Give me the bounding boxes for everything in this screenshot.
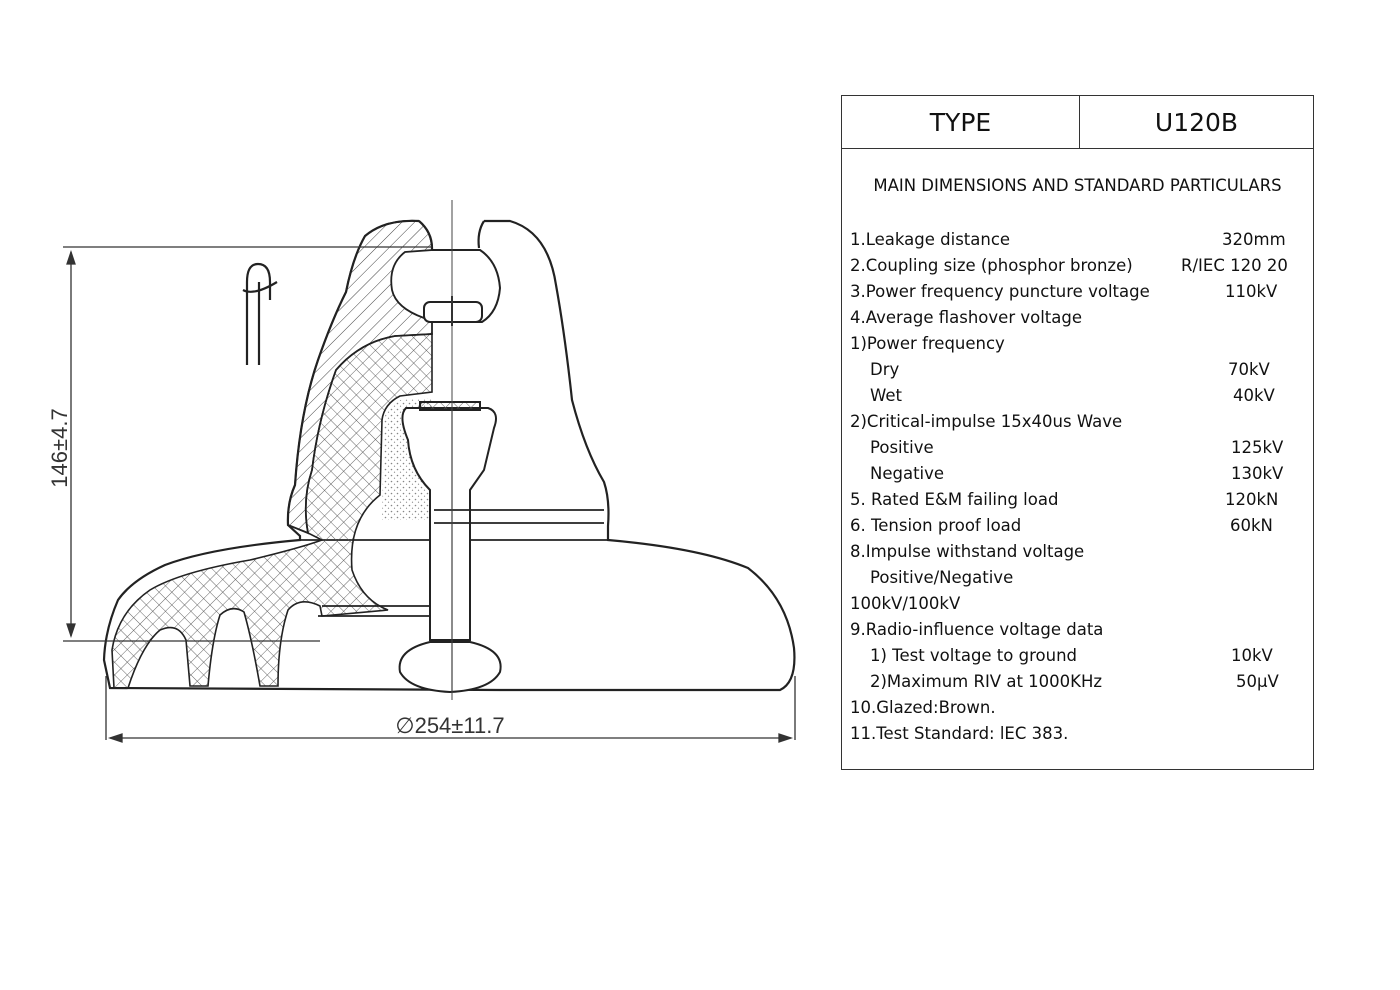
spec-row: 11.Test Standard: lEC 383. bbox=[850, 721, 1307, 747]
spec-row: 1)Power frequency bbox=[850, 331, 1307, 357]
type-value: U120B bbox=[1154, 107, 1239, 137]
spec-label: 4.Average flashover voltage bbox=[850, 308, 1082, 327]
cement-section bbox=[111, 333, 433, 689]
spec-row: 6. Tension proof load 60kN bbox=[850, 513, 1307, 539]
spec-value: 120kN bbox=[1225, 490, 1279, 509]
spec-value: 10kV bbox=[1231, 646, 1273, 665]
spec-label: 8.Impulse withstand voltage bbox=[850, 542, 1085, 561]
spec-row: Dry 70kV bbox=[850, 357, 1307, 383]
spec-row: Positive/Negative bbox=[850, 565, 1307, 591]
spec-row: 2)Critical-impulse 15x40us Wave bbox=[850, 409, 1307, 435]
spec-heading: MAIN DIMENSIONS AND STANDARD PARTICULARS bbox=[873, 176, 1282, 195]
spec-row: 100kV/100kV bbox=[850, 591, 1307, 617]
spec-label: 1) Test voltage to ground bbox=[870, 646, 1077, 665]
spec-value: 50μV bbox=[1236, 672, 1279, 691]
spec-row: 1) Test voltage to ground 10kV bbox=[850, 643, 1307, 669]
spec-value: 130kV bbox=[1231, 464, 1284, 483]
spec-row: 5. Rated E&M failing load 120kN bbox=[850, 487, 1307, 513]
socket bbox=[423, 249, 502, 326]
spec-value: 320mm bbox=[1222, 230, 1286, 249]
spec-label: 1.Leakage distance bbox=[850, 230, 1011, 249]
spec-row: 9.Radio-influence voltage data bbox=[850, 617, 1307, 643]
cotter-pin-icon bbox=[242, 262, 278, 365]
spec-label: 3.Power frequency puncture voltage bbox=[850, 282, 1150, 301]
spec-value: 40kV bbox=[1233, 386, 1275, 405]
spec-label: Positive bbox=[870, 438, 934, 457]
spec-label: 11.Test Standard: lEC 383. bbox=[850, 724, 1069, 743]
type-row: TYPE U120B bbox=[842, 96, 1313, 149]
spec-row: Positive 125kV bbox=[850, 435, 1307, 461]
type-label: TYPE bbox=[842, 96, 1080, 148]
spec-label: 2.Coupling size (phosphor bronze) bbox=[850, 256, 1133, 275]
spec-row: Wet 40kV bbox=[850, 383, 1307, 409]
spec-row: 8.Impulse withstand voltage bbox=[850, 539, 1307, 565]
spec-label: 9.Radio-influence voltage data bbox=[850, 620, 1104, 639]
spec-label: 5. Rated E&M failing load bbox=[850, 490, 1059, 509]
spec-row: 10.Glazed:Brown. bbox=[850, 695, 1307, 721]
spec-table: TYPE U120B MAIN DIMENSIONS AND STANDARD … bbox=[841, 95, 1314, 770]
spec-row: 1.Leakage distance 320mm bbox=[850, 227, 1307, 253]
shed-lines bbox=[318, 509, 604, 617]
spec-label: 100kV/100kV bbox=[850, 594, 961, 613]
pin bbox=[398, 401, 502, 694]
spec-label: 2)Critical-impulse 15x40us Wave bbox=[850, 412, 1123, 431]
spec-value: 60kN bbox=[1230, 516, 1273, 535]
spec-row: 4.Average flashover voltage bbox=[850, 305, 1307, 331]
spec-label: 2)Maximum RIV at 1000KHz bbox=[870, 672, 1103, 691]
spec-label: Negative bbox=[870, 464, 945, 483]
height-dimension-label: 146±4.7 bbox=[47, 408, 72, 487]
spec-label: 10.Glazed:Brown. bbox=[850, 698, 996, 717]
spec-value: 125kV bbox=[1231, 438, 1284, 457]
insulator-drawing: 146±4.7 ∅254±11.7 bbox=[47, 200, 796, 743]
spec-label: Dry bbox=[870, 360, 900, 379]
spec-list: 1.Leakage distance 320mm 2.Coupling size (… bbox=[850, 227, 1307, 747]
spec-row: Negative 130kV bbox=[850, 461, 1307, 487]
diameter-dimension bbox=[105, 676, 796, 743]
spec-value: R/IEC 120 20 bbox=[1181, 256, 1288, 275]
spec-label: Wet bbox=[870, 386, 902, 405]
spec-label: 6. Tension proof load bbox=[850, 516, 1022, 535]
spec-row: 2.Coupling size (phosphor bronze) R/IEC 1… bbox=[850, 253, 1307, 279]
spec-row: 3.Power frequency puncture voltage 110kV bbox=[850, 279, 1307, 305]
spec-value: 70kV bbox=[1228, 360, 1270, 379]
diameter-dimension-label: ∅254±11.7 bbox=[395, 713, 504, 738]
spec-label: Positive/Negative bbox=[870, 568, 1014, 587]
spec-row: 2)Maximum RIV at 1000KHz 50μV bbox=[850, 669, 1307, 695]
spec-label: 1)Power frequency bbox=[850, 334, 1005, 353]
height-dimension bbox=[63, 246, 432, 642]
spec-value: 110kV bbox=[1225, 282, 1278, 301]
